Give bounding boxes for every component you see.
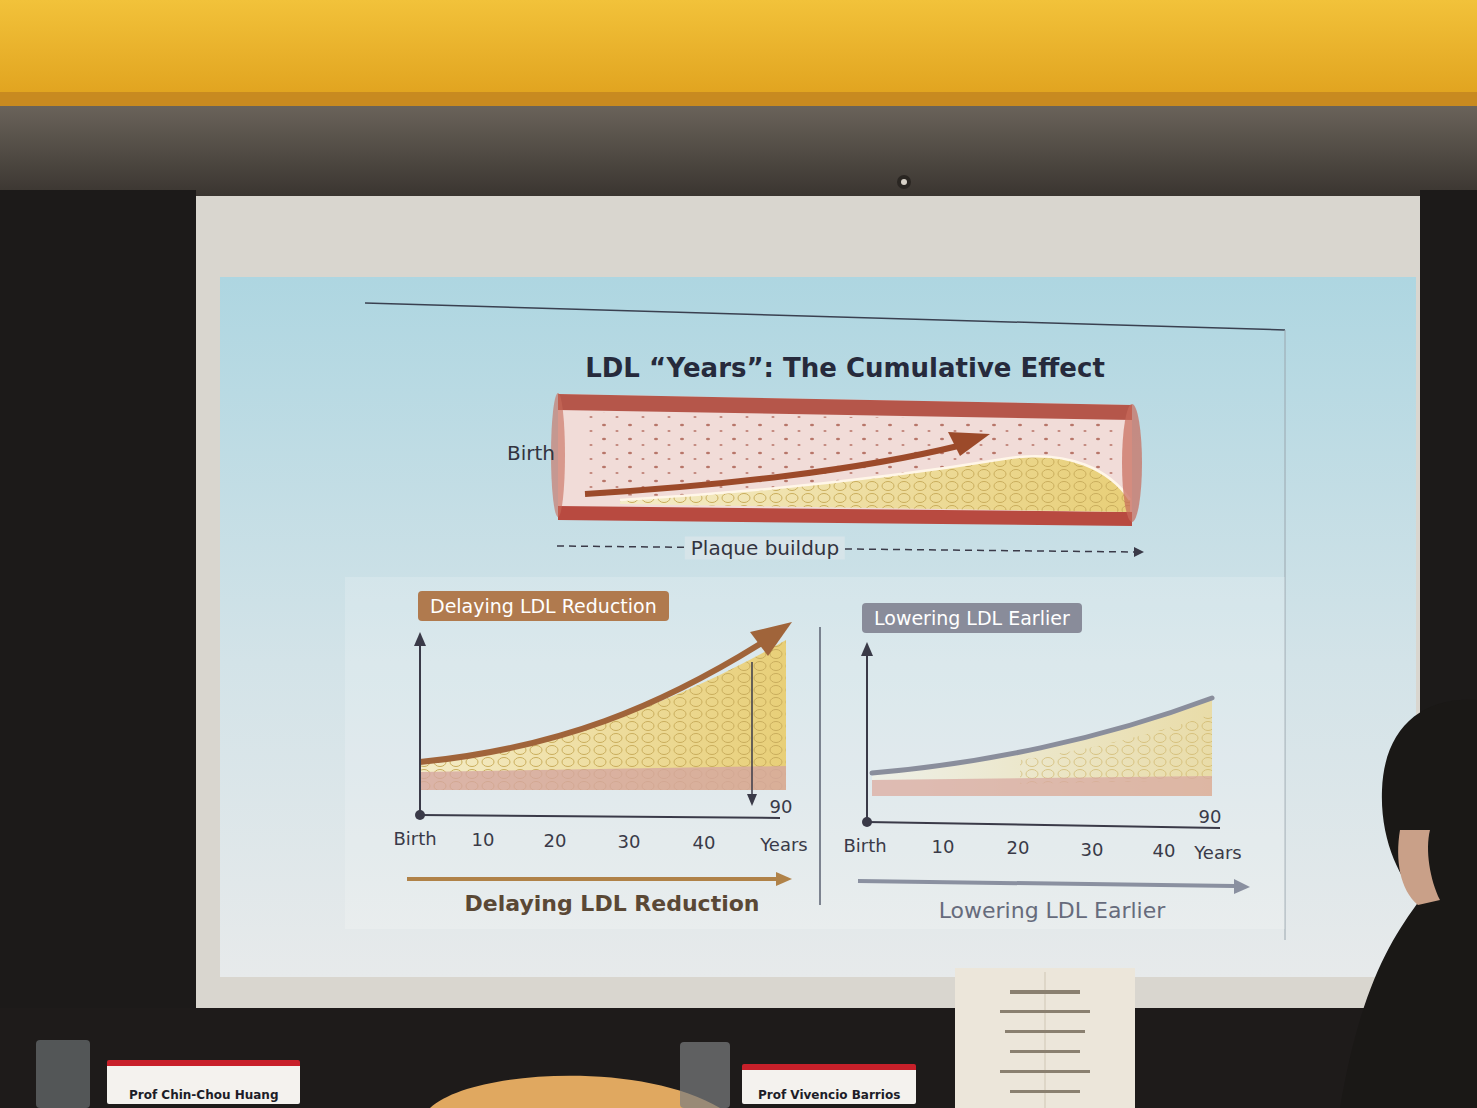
axis-tick: Birth [393,829,436,850]
badge-text: Delaying LDL Reduction [430,595,657,617]
axis-tick: 90 [770,797,793,818]
axis-tick: 20 [1007,838,1030,859]
axis-tick: Years [760,835,808,856]
name-card: Prof Vivencio Barrios [742,1064,916,1104]
axis-tick: 30 [618,832,641,853]
speaker-name: Prof Chin-Chou Huang [129,1088,278,1102]
label-badge: Lowering LDL Earlier [862,603,1082,633]
axis-tick: 40 [1153,841,1176,862]
axis-tick: 30 [1081,840,1104,861]
artery-label: Birth [507,442,555,465]
slide-title: LDL “Years”: The Cumulative Effect [585,353,1105,383]
speaker-name: Prof Vivencio Barrios [758,1088,900,1102]
axis-tick: 20 [544,831,567,852]
chart-caption: Lowering LDL Earlier [939,898,1166,923]
axis-caption: Plaque buildup [685,537,845,560]
chart-caption: Delaying LDL Reduction [465,891,760,916]
axis-tick: 90 [1199,807,1222,828]
label-badge: Delaying LDL Reduction [418,591,669,621]
axis-tick: 10 [472,830,495,851]
axis-tick: Years [1194,843,1242,864]
badge-text: Lowering LDL Earlier [874,607,1070,629]
axis-tick: Birth [843,836,886,857]
name-card: Prof Chin-Chou Huang [107,1060,300,1104]
axis-tick: 40 [693,833,716,854]
axis-tick: 10 [932,837,955,858]
